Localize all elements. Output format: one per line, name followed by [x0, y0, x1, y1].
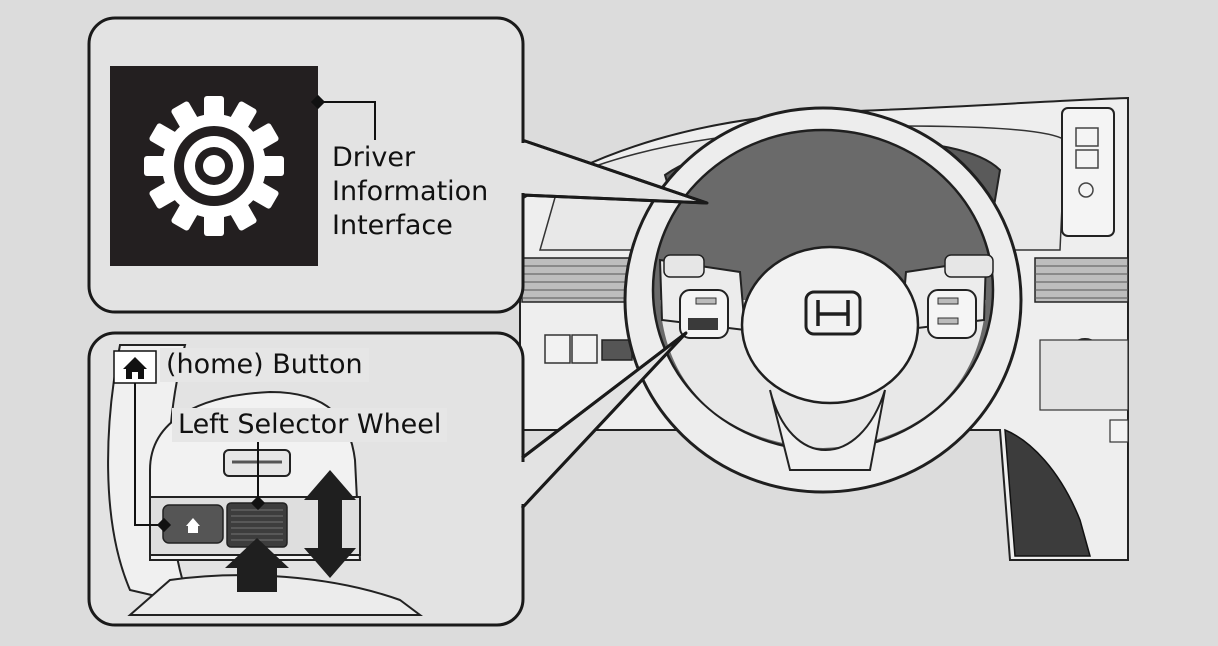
driver-info-label-line2: Information [332, 176, 489, 207]
home-icon-on-wheel [186, 518, 200, 533]
top-callout-panel [87, 16, 709, 314]
gear-icon [144, 96, 284, 236]
driver-info-label-line1: Driver [332, 142, 416, 173]
dashboard-illustration [519, 96, 1129, 561]
honda-logo [804, 290, 862, 336]
up-down-arrow-icon [304, 470, 356, 578]
push-arrow-icon [225, 538, 289, 592]
home-icon [123, 357, 147, 379]
home-button-label: (home) Button [160, 348, 369, 382]
driver-info-label-line3: Interface [332, 210, 453, 241]
left-selector-wheel-label: Left Selector Wheel [172, 408, 448, 442]
